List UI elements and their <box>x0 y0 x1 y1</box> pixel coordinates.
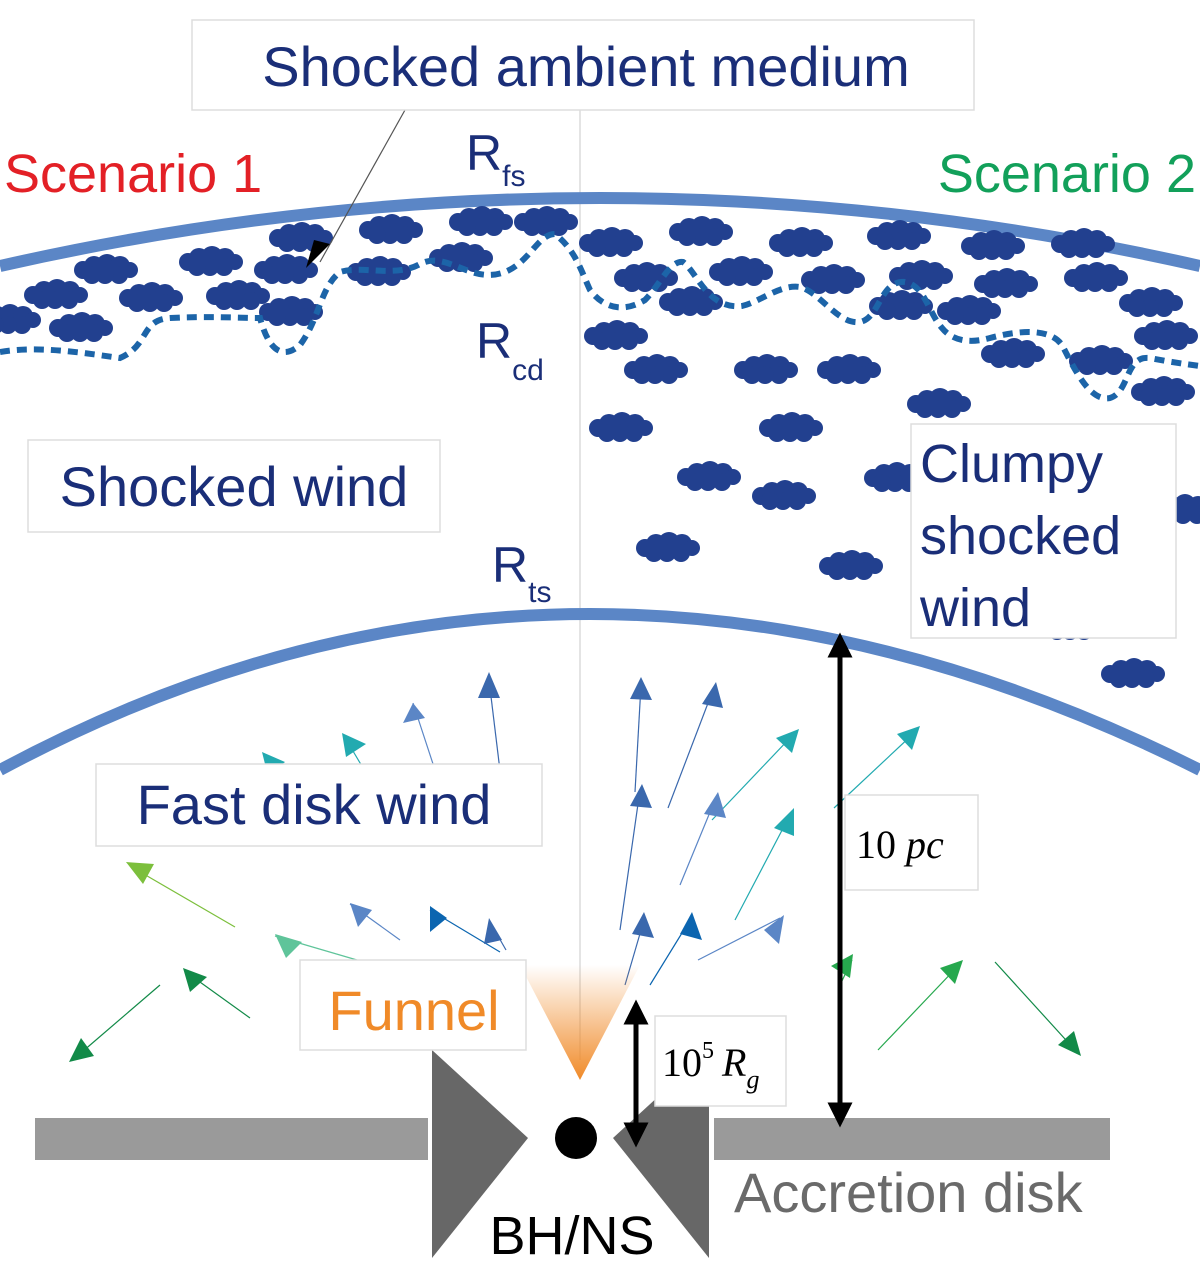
ambient-pointer-head <box>306 240 330 268</box>
scenario-2-label: Scenario 2 <box>938 144 1196 204</box>
r-cd-label: Rcd <box>476 313 544 387</box>
clumpy-box <box>910 423 1177 639</box>
fast-wind-box <box>95 763 543 847</box>
r-ts-label: Rts <box>492 537 551 609</box>
ambient-label-box <box>191 19 975 111</box>
r-cd-base: R <box>476 313 512 369</box>
accretion-disk-left <box>35 1118 428 1160</box>
pc-box <box>844 794 979 891</box>
termination-shock-arc <box>0 608 1200 776</box>
scale-rg-unit: R <box>721 1040 746 1085</box>
forward-shock-arc <box>0 192 1200 272</box>
clumpy-label-line3: wind <box>919 578 1031 638</box>
r-fs-base: R <box>466 125 502 181</box>
r-ts-sub: ts <box>528 576 551 609</box>
funnel-cone <box>520 965 640 1080</box>
scale-rg-num: 10 <box>662 1040 702 1085</box>
funnel-box <box>299 959 527 1051</box>
ambient-pointer-line <box>319 109 406 263</box>
r-fs-sub: fs <box>502 160 525 193</box>
scenario-1-label: Scenario 1 <box>4 144 262 204</box>
scale-rg-sub: g <box>746 1065 759 1094</box>
scale-10pc-num: 10 <box>856 822 896 867</box>
accretion-disk-right <box>714 1118 1110 1160</box>
r-fs-label: Rfs <box>466 125 525 193</box>
shocked-wind-box <box>27 439 441 533</box>
r-cd-sub: cd <box>512 354 544 387</box>
fast-disk-wind-label: Fast disk wind <box>137 773 492 836</box>
contact-discontinuity <box>0 230 1200 402</box>
clumpy-label-line2: shocked <box>920 506 1121 566</box>
shocked-wind-label: Shocked wind <box>60 455 409 518</box>
torus-left <box>432 1050 528 1258</box>
shocked-ambient-medium-label: Shocked ambient medium <box>262 35 909 98</box>
rg-box <box>654 1015 787 1107</box>
scale-10pc-unit: pc <box>903 822 944 867</box>
compact-object <box>555 1117 597 1159</box>
accretion-disk-label: Accretion disk <box>734 1161 1084 1224</box>
clumpy-label-line1: Clumpy <box>920 434 1103 494</box>
bh-ns-label: BH/NS <box>489 1206 654 1266</box>
funnel-label: Funnel <box>328 979 499 1042</box>
r-ts-base: R <box>492 537 528 593</box>
scale-rg-exp: 5 <box>702 1038 714 1064</box>
